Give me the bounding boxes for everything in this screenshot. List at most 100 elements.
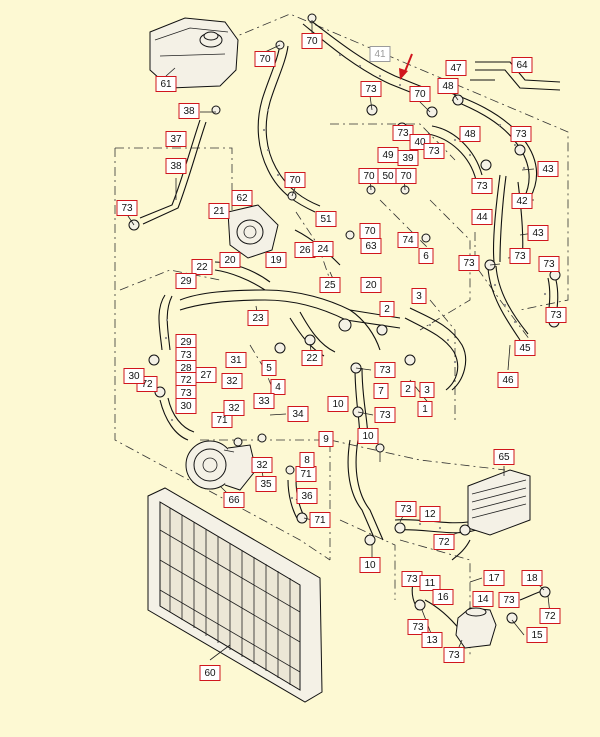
part-label-73[interactable]: 73 [374, 362, 396, 378]
part-label-48[interactable]: 48 [459, 126, 481, 142]
part-label-20[interactable]: 20 [360, 277, 382, 293]
part-label-2[interactable]: 2 [400, 381, 416, 397]
part-label-70[interactable]: 70 [254, 51, 276, 67]
part-label-16[interactable]: 16 [432, 589, 454, 605]
part-label-10[interactable]: 10 [327, 396, 349, 412]
part-label-43[interactable]: 43 [527, 225, 549, 241]
part-label-51[interactable]: 51 [315, 211, 337, 227]
part-label-box [400, 381, 416, 397]
part-label-70[interactable]: 70 [395, 168, 417, 184]
part-label-73[interactable]: 73 [407, 619, 429, 635]
part-label-21[interactable]: 21 [208, 203, 230, 219]
part-label-36[interactable]: 36 [296, 488, 318, 504]
part-label-73[interactable]: 73 [498, 592, 520, 608]
part-label-60[interactable]: 60 [199, 665, 221, 681]
part-label-71[interactable]: 71 [295, 466, 317, 482]
part-label-73[interactable]: 73 [374, 407, 396, 423]
part-label-32[interactable]: 32 [251, 457, 273, 473]
part-label-6[interactable]: 6 [418, 248, 434, 264]
part-label-26[interactable]: 26 [294, 242, 316, 258]
part-label-29[interactable]: 29 [175, 273, 197, 289]
part-label-47[interactable]: 47 [445, 60, 467, 76]
part-label-73[interactable]: 73 [395, 501, 417, 517]
part-label-73[interactable]: 73 [401, 571, 423, 587]
part-label-73[interactable]: 73 [360, 81, 382, 97]
part-label-19[interactable]: 19 [265, 252, 287, 268]
part-label-71[interactable]: 71 [211, 412, 233, 428]
part-label-23[interactable]: 23 [247, 310, 269, 326]
part-label-63[interactable]: 63 [360, 238, 382, 254]
part-label-14[interactable]: 14 [472, 591, 494, 607]
part-label-11[interactable]: 11 [419, 575, 441, 591]
part-label-73[interactable]: 73 [175, 347, 197, 363]
part-label-70[interactable]: 70 [358, 168, 380, 184]
part-label-5[interactable]: 5 [261, 360, 277, 376]
part-label-27[interactable]: 27 [195, 367, 217, 383]
part-label-1[interactable]: 1 [417, 401, 433, 417]
part-label-10[interactable]: 10 [359, 557, 381, 573]
part-label-25[interactable]: 25 [319, 277, 341, 293]
part-label-31[interactable]: 31 [225, 352, 247, 368]
part-label-46[interactable]: 46 [497, 372, 519, 388]
part-label-34[interactable]: 34 [287, 406, 309, 422]
part-label-37[interactable]: 37 [165, 131, 187, 147]
part-label-72[interactable]: 72 [539, 608, 561, 624]
part-label-73[interactable]: 73 [458, 255, 480, 271]
part-label-39[interactable]: 39 [397, 150, 419, 166]
part-label-13[interactable]: 13 [421, 632, 443, 648]
part-label-73[interactable]: 73 [545, 307, 567, 323]
part-label-2[interactable]: 2 [379, 301, 395, 317]
part-label-45[interactable]: 45 [514, 340, 536, 356]
part-label-30[interactable]: 30 [175, 398, 197, 414]
part-label-70[interactable]: 70 [284, 172, 306, 188]
part-label-8[interactable]: 8 [299, 452, 315, 468]
part-label-73[interactable]: 73 [116, 200, 138, 216]
part-label-30[interactable]: 30 [123, 368, 145, 384]
part-label-73[interactable]: 73 [471, 178, 493, 194]
part-label-66[interactable]: 66 [223, 492, 245, 508]
part-label-35[interactable]: 35 [255, 476, 277, 492]
part-label-22[interactable]: 22 [301, 350, 323, 366]
part-label-49[interactable]: 49 [377, 147, 399, 163]
part-label-41[interactable]: 41 [369, 46, 391, 62]
part-label-61[interactable]: 61 [155, 76, 177, 92]
part-label-32[interactable]: 32 [223, 400, 245, 416]
part-label-3[interactable]: 3 [411, 288, 427, 304]
part-label-64[interactable]: 64 [511, 57, 533, 73]
part-label-33[interactable]: 33 [253, 393, 275, 409]
part-label-32[interactable]: 32 [221, 373, 243, 389]
part-label-50[interactable]: 50 [377, 168, 399, 184]
part-label-70[interactable]: 70 [359, 223, 381, 239]
part-label-73[interactable]: 73 [538, 256, 560, 272]
part-label-73[interactable]: 73 [510, 126, 532, 142]
part-label-18[interactable]: 18 [521, 570, 543, 586]
part-label-70[interactable]: 70 [301, 33, 323, 49]
part-label-7[interactable]: 7 [373, 383, 389, 399]
part-label-62[interactable]: 62 [231, 190, 253, 206]
part-label-9[interactable]: 9 [318, 431, 334, 447]
part-label-71[interactable]: 71 [309, 512, 331, 528]
part-label-20[interactable]: 20 [219, 252, 241, 268]
part-label-38[interactable]: 38 [178, 103, 200, 119]
part-label-15[interactable]: 15 [526, 627, 548, 643]
part-label-4[interactable]: 4 [270, 379, 286, 395]
part-label-73[interactable]: 73 [443, 647, 465, 663]
part-label-44[interactable]: 44 [471, 209, 493, 225]
part-label-70[interactable]: 70 [409, 86, 431, 102]
part-label-43[interactable]: 43 [537, 161, 559, 177]
part-label-10[interactable]: 10 [357, 428, 379, 444]
part-label-65[interactable]: 65 [493, 449, 515, 465]
part-label-72[interactable]: 72 [433, 534, 455, 550]
part-label-38[interactable]: 38 [165, 158, 187, 174]
part-label-73[interactable]: 73 [509, 248, 531, 264]
part-label-24[interactable]: 24 [312, 241, 334, 257]
part-label-17[interactable]: 17 [483, 570, 505, 586]
part-label-48[interactable]: 48 [437, 78, 459, 94]
part-label-3[interactable]: 3 [419, 382, 435, 398]
part-label-12[interactable]: 12 [419, 506, 441, 522]
part-label-73[interactable]: 73 [392, 125, 414, 141]
part-label-73[interactable]: 73 [423, 143, 445, 159]
part-label-74[interactable]: 74 [397, 232, 419, 248]
part-label-22[interactable]: 22 [191, 259, 213, 275]
part-label-42[interactable]: 42 [511, 193, 533, 209]
